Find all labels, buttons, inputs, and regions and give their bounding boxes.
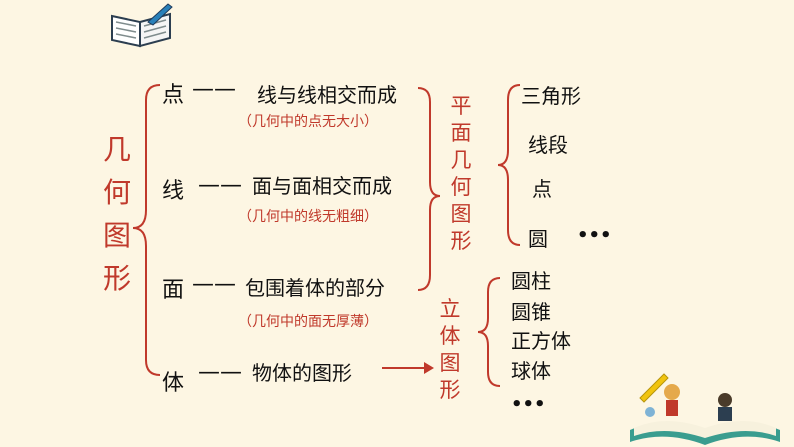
dash: —— bbox=[192, 272, 236, 297]
root-char: 图 bbox=[102, 219, 131, 252]
root-label: 几 何 图 形 bbox=[101, 128, 133, 300]
plane-brace bbox=[417, 87, 441, 291]
element-name-line: 线 bbox=[162, 179, 185, 204]
element-name-solid: 体 bbox=[162, 371, 185, 396]
open-book-icon bbox=[111, 3, 173, 48]
solid-ellipsis: ••• bbox=[511, 394, 546, 415]
plane-char: 面 bbox=[450, 121, 472, 145]
plane-item: 圆 bbox=[528, 227, 548, 251]
plane-item: 点 bbox=[532, 177, 552, 201]
solid-char: 图 bbox=[439, 351, 461, 375]
element-desc-line: 面与面相交而成 bbox=[252, 174, 392, 198]
plane-char: 形 bbox=[450, 229, 472, 253]
element-name-point: 点 bbox=[162, 83, 185, 108]
element-note-surface: （几何中的面无厚薄） bbox=[238, 314, 378, 330]
root-char: 何 bbox=[102, 176, 131, 209]
plane-char: 平 bbox=[450, 94, 472, 118]
solid-item: 圆柱 bbox=[511, 269, 551, 293]
solid-char: 形 bbox=[439, 378, 461, 402]
solid-item: 圆锥 bbox=[511, 300, 551, 324]
element-note-point: （几何中的点无大小） bbox=[238, 114, 378, 130]
element-desc-solid: 物体的图形 bbox=[252, 361, 352, 385]
solid-items-brace bbox=[477, 277, 501, 387]
dash: —— bbox=[198, 360, 242, 385]
solid-char: 立 bbox=[439, 297, 461, 321]
solid-char: 体 bbox=[439, 324, 461, 348]
root-char: 形 bbox=[102, 262, 131, 295]
element-name-surface: 面 bbox=[162, 278, 185, 303]
plane-item: 三角形 bbox=[521, 84, 581, 108]
dash: —— bbox=[192, 77, 236, 102]
plane-char: 何 bbox=[450, 175, 472, 199]
plane-item: 线段 bbox=[528, 133, 568, 157]
dash: —— bbox=[198, 173, 242, 198]
plane-figure-label: 平 面 几 何 图 形 bbox=[447, 93, 475, 255]
solid-item: 球体 bbox=[511, 359, 551, 383]
root-char: 几 bbox=[102, 133, 131, 166]
root-brace bbox=[132, 84, 161, 376]
reading-scene-illustration bbox=[630, 373, 780, 445]
plane-char: 几 bbox=[450, 148, 472, 172]
arrow-head bbox=[424, 362, 434, 374]
element-desc-point: 线与线相交而成 bbox=[257, 83, 397, 107]
solid-figure-label: 立 体 图 形 bbox=[436, 296, 464, 404]
element-desc-surface: 包围着体的部分 bbox=[245, 276, 385, 300]
plane-items-brace bbox=[497, 84, 521, 246]
element-note-line: （几何中的线无粗细） bbox=[238, 209, 378, 225]
solid-item: 正方体 bbox=[511, 329, 571, 353]
plane-char: 图 bbox=[450, 202, 472, 226]
plane-ellipsis: ••• bbox=[577, 225, 612, 246]
